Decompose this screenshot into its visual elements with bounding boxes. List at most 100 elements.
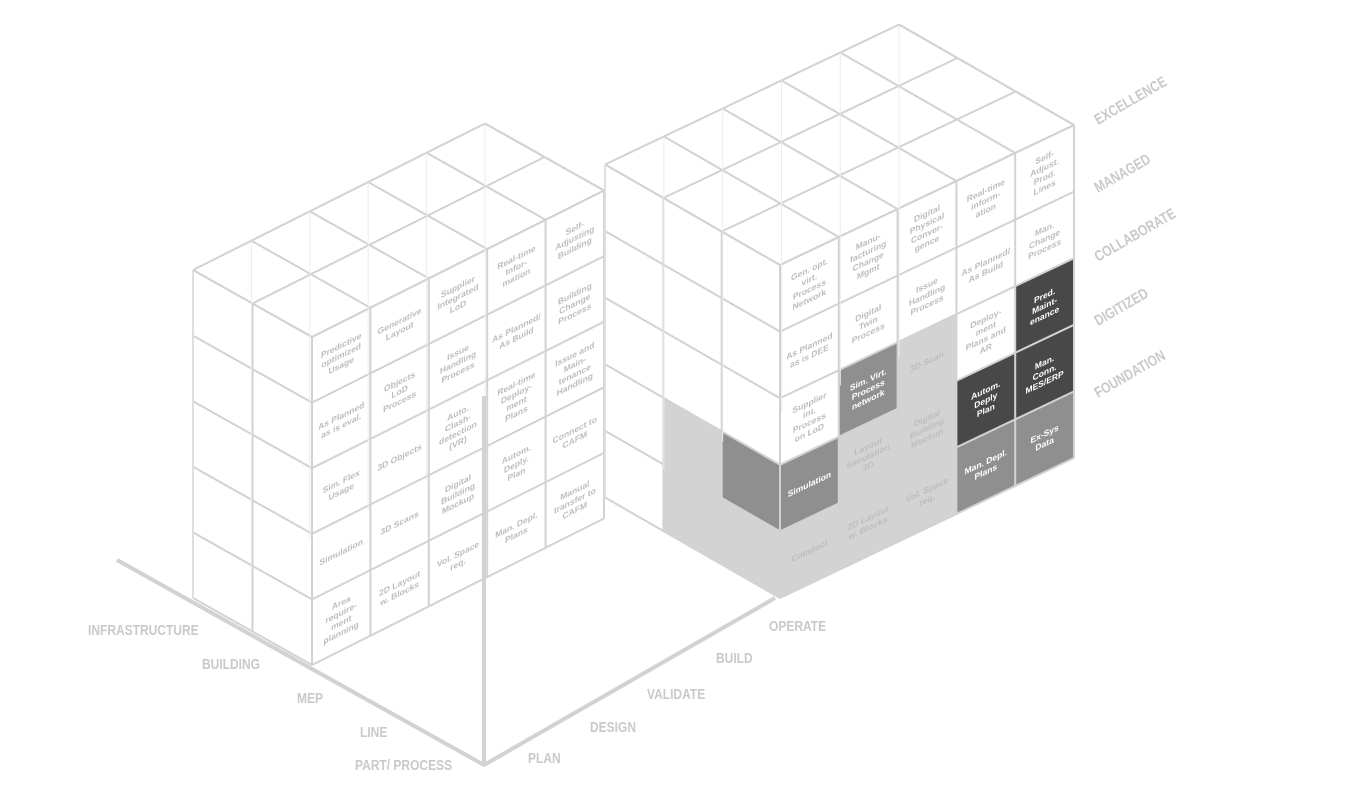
cell-face: [545, 452, 604, 548]
scope-label-infrastructure: INFRASTRUCTURE: [88, 622, 199, 639]
top-row-line: [779, 124, 1075, 266]
cell-face: [312, 504, 371, 600]
top-depth-line: [250, 239, 371, 309]
cell-face: [428, 314, 488, 410]
cell-face: [545, 190, 604, 286]
cell-face: [897, 314, 957, 409]
side-cell-fill: [663, 397, 722, 498]
cell-face: [428, 380, 488, 476]
top-depth-line: [309, 210, 430, 280]
front-row-line: [779, 457, 1075, 599]
cell-face: [780, 303, 839, 399]
cell-face: [956, 219, 1016, 315]
cell-face: [487, 219, 546, 315]
top-depth-line: [367, 181, 488, 250]
front-row-line: [311, 517, 605, 666]
cell-face: [780, 370, 839, 465]
cell-face: [1015, 324, 1074, 420]
cell-face: [1015, 258, 1074, 353]
cell-face: [838, 275, 898, 371]
scope-label-mep: MEP: [297, 690, 323, 707]
top-row-line: [192, 122, 486, 271]
cell-face: [897, 380, 957, 476]
top-row-line: [662, 57, 958, 199]
level-label-excellence: EXCELLENCE: [1091, 73, 1169, 128]
front-row-line: [779, 323, 1075, 466]
front-row-line: [311, 320, 605, 470]
top-right-edge: [898, 23, 1075, 126]
side-row-line: [604, 496, 781, 599]
top-right-edge: [484, 122, 605, 192]
level-label-foundation: FOUNDATION: [1091, 347, 1168, 401]
phase-label-build: BUILD: [716, 650, 753, 667]
cell-face: [780, 503, 839, 598]
side-row-line: [604, 230, 781, 333]
side-row-line: [192, 400, 313, 470]
level-label-managed: MANAGED: [1091, 150, 1153, 195]
phase-label-operate: OPERATE: [769, 618, 826, 635]
cell-face: [897, 181, 957, 276]
front-row-line: [311, 452, 605, 601]
top-depth-line: [192, 269, 313, 338]
cell: Self-Adjust.Prod.Lines: [1030, 146, 1059, 199]
axes: [116, 396, 776, 768]
top-row-line: [604, 23, 900, 166]
phase-label-plan: PLAN: [528, 750, 561, 767]
front-row-line: [779, 390, 1075, 533]
side-row-line: [604, 296, 781, 400]
level-label-digitized: DIGITIZED: [1091, 285, 1151, 329]
scope-label-line: LINE: [360, 724, 387, 741]
scope-label-building: BUILDING: [202, 656, 260, 673]
cell-face: [545, 321, 604, 417]
top-row-line: [721, 90, 1017, 233]
cell-face: [370, 409, 429, 505]
cell-face: [838, 342, 898, 437]
scope-label-part-process: PART/ PROCESS: [355, 757, 452, 774]
side-row-line: [192, 334, 313, 404]
phase-label-design: DESIGN: [590, 719, 636, 736]
top-row-line: [311, 189, 605, 338]
top-depth-line: [781, 79, 957, 182]
top-row-line: [252, 156, 545, 305]
cell-face: [780, 436, 839, 532]
side-cell-fill: [721, 497, 780, 598]
cell-face: [487, 482, 546, 578]
cell-face: [1015, 191, 1074, 287]
front-row-line: [311, 255, 605, 404]
top-depth-line: [663, 135, 840, 238]
cell-face: [956, 286, 1016, 381]
top-depth-line: [604, 163, 781, 266]
cell-face: [370, 344, 429, 439]
cell-face: [428, 249, 488, 344]
cell-face: [312, 438, 371, 534]
top-depth-line: [839, 51, 1016, 154]
side-row-line: [192, 531, 313, 601]
cell-face: [487, 416, 546, 512]
cell-face: [780, 237, 839, 332]
cell-face: [545, 387, 604, 483]
cell-face: [897, 247, 957, 343]
front-row-line: [311, 386, 605, 535]
cell-fills: [312, 125, 1074, 665]
cell-face: [956, 419, 1016, 514]
side-cell-fill: [663, 464, 722, 565]
cell-face: [956, 153, 1016, 248]
cell-label: Self-Adjust.Prod.Lines: [1030, 146, 1059, 199]
top-depth-line: [426, 151, 547, 221]
cell-face: [897, 447, 957, 542]
side-row-line: [604, 430, 781, 533]
top-depth-line: [722, 107, 899, 210]
cell-face: [1015, 391, 1074, 486]
phase-label-validate: VALIDATE: [647, 686, 705, 703]
cell-face: [428, 511, 488, 607]
cell-face: [956, 352, 1016, 448]
side-cell-fill: [721, 431, 780, 532]
cell-face: [838, 475, 898, 570]
cell-face: [312, 307, 371, 403]
cell-face: [487, 285, 546, 381]
cell-face: [370, 475, 429, 571]
front-row-line: [779, 190, 1075, 333]
cell-face: [312, 570, 371, 665]
cell-face: [370, 540, 429, 636]
